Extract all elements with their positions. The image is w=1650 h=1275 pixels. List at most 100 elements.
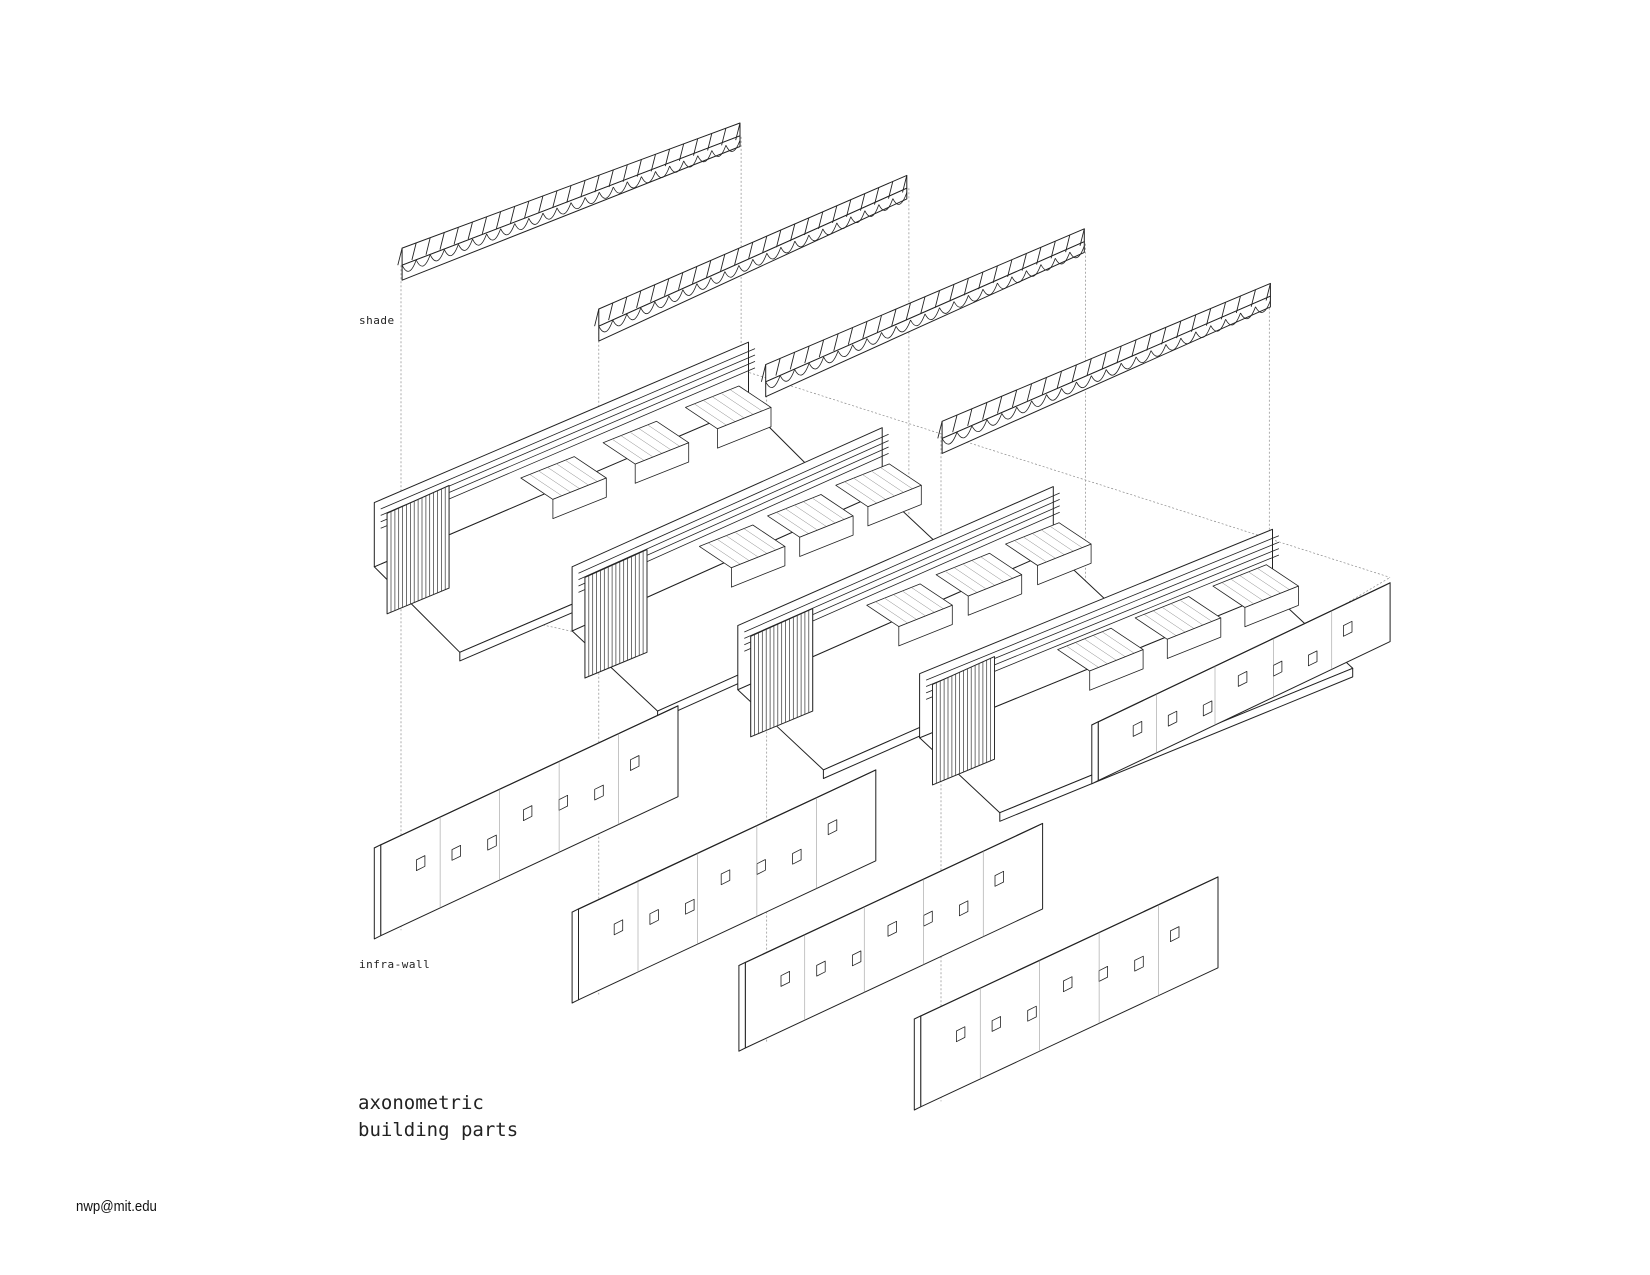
interior-grid-line	[1161, 606, 1195, 629]
interior-grid-line	[720, 392, 754, 415]
shade-rib-curve	[725, 139, 741, 152]
interior-box-face	[731, 546, 786, 588]
interior-grid-line	[811, 497, 845, 520]
shade-rib	[1205, 308, 1212, 326]
interior-grid-line	[565, 459, 598, 482]
wall-opening	[415, 855, 426, 871]
shade-rib-curve	[836, 216, 852, 230]
shade-rib	[636, 159, 642, 177]
interior-grid-line	[1152, 610, 1186, 633]
shade-rib	[594, 308, 600, 327]
shade-rib	[818, 339, 825, 358]
interior-grid-line	[703, 400, 736, 422]
shade-rib-curve	[1046, 388, 1062, 401]
wall-opening	[852, 950, 862, 967]
shade-side-surface	[401, 135, 741, 281]
shade-layer	[397, 122, 1271, 454]
shade-rib-curve	[941, 432, 958, 445]
shade-rib	[1065, 234, 1071, 253]
interior-grid-line	[1143, 614, 1177, 636]
shade-rib-curve	[724, 265, 740, 278]
caption-line-1: axonometric	[358, 1092, 484, 1114]
shade-side-surface	[941, 295, 1271, 454]
interior-grid-line	[1041, 529, 1074, 552]
interior-grid-line	[725, 535, 759, 558]
shade-rib	[1056, 371, 1062, 389]
shade-rib	[1086, 358, 1092, 376]
shade-rib-curve	[780, 240, 796, 254]
shade-rib-curve	[1165, 337, 1182, 351]
shade-rib-curve	[570, 197, 586, 210]
interior-box-face	[634, 442, 690, 484]
interior-box-face	[799, 515, 854, 557]
interior-grid-line	[862, 474, 895, 497]
shade-rib	[707, 133, 713, 151]
shade-rib	[552, 190, 558, 209]
shade-rib-curve	[924, 307, 940, 320]
shade-rib-curve	[765, 375, 781, 388]
interior-grid-line	[547, 467, 580, 489]
shade-rib-curve	[779, 369, 795, 382]
interior-grid-line	[980, 556, 1013, 579]
shade-rib	[1079, 228, 1085, 247]
shade-rib-curve	[668, 289, 684, 302]
shade-rib-curve	[514, 218, 530, 230]
interior-grid-line	[1170, 603, 1204, 626]
shade-rib-curve	[968, 289, 984, 302]
interior-grid-line	[871, 470, 904, 493]
shade-rib	[862, 321, 868, 339]
shade-rib	[1101, 352, 1107, 370]
shade-rib	[1146, 333, 1152, 351]
shade-rib-curve	[971, 419, 988, 432]
wall-opening	[991, 1016, 1001, 1032]
shade-rib-curve	[1180, 331, 1197, 345]
shade-rib	[425, 237, 431, 255]
shade-top-surface	[401, 122, 741, 266]
shade-top-surface	[598, 174, 908, 327]
shade-rib	[650, 154, 656, 172]
shade-rib-curve	[1031, 394, 1047, 407]
shade-rib	[847, 327, 854, 345]
shade-rib-curve	[697, 150, 713, 163]
wall-opening	[959, 900, 969, 917]
wall-opening	[1202, 700, 1213, 717]
building-volume-2	[571, 427, 969, 721]
shade-rib	[891, 308, 897, 327]
shade-rib	[776, 229, 782, 248]
infra-wall-1	[373, 705, 679, 940]
shade-rib	[937, 421, 943, 439]
shade-rib	[1036, 247, 1042, 265]
shade-rib-curve	[1076, 375, 1092, 389]
shade-rib	[636, 290, 642, 309]
shade-rib	[833, 333, 839, 352]
wall-end	[571, 908, 579, 1004]
shade-rib	[1026, 383, 1033, 401]
shade-rib	[1191, 314, 1197, 332]
footer-email: nwp@mit.edu	[76, 1198, 157, 1215]
shade-rib-curve	[654, 295, 670, 308]
shade-rib	[678, 272, 684, 290]
shade-rib	[734, 248, 740, 266]
shade-rib	[952, 414, 958, 433]
shade-rib-curve	[1225, 312, 1241, 326]
shade-rib	[509, 206, 516, 224]
shade-rib	[622, 164, 628, 182]
shade-rib-curve	[752, 253, 768, 266]
shade-rib-curve	[458, 238, 473, 251]
interior-grid-line	[620, 435, 654, 458]
shade-rib	[594, 174, 600, 193]
shade-rib	[650, 284, 656, 302]
shade-rib-curve	[1026, 264, 1042, 277]
shade-rib-curve	[997, 276, 1013, 290]
interior-box-face	[552, 477, 607, 519]
shade-rib-curve	[910, 313, 926, 327]
shade-rib	[789, 352, 796, 370]
wall-opening	[956, 1026, 966, 1043]
shade-rib	[693, 138, 699, 156]
interior-grid-line	[953, 567, 987, 590]
interior-grid-line	[962, 563, 996, 586]
shade-rib	[411, 242, 417, 261]
shade-rib	[720, 254, 726, 272]
shade-rib-curve	[710, 271, 726, 284]
roof-beam	[380, 348, 756, 510]
